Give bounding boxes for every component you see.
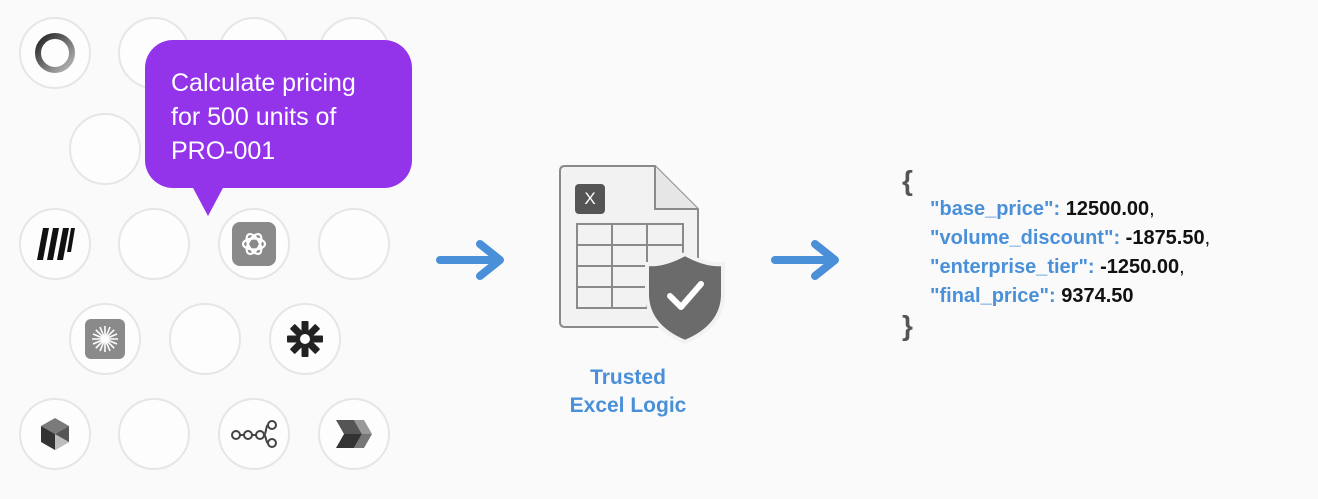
integration-circle-cube	[19, 398, 91, 470]
integration-circle-empty	[169, 303, 241, 375]
close-brace: }	[902, 310, 913, 341]
prompt-line: for 500 units of	[171, 103, 337, 131]
integration-circle-openai	[218, 208, 290, 280]
chevron-flow-logo-icon	[336, 420, 372, 448]
integration-circle-sunburst	[69, 303, 141, 375]
integration-circle-asterisk	[269, 303, 341, 375]
json-value: -1875.50	[1125, 227, 1205, 249]
json-output: { "base_price": 12500.00, "volume_discou…	[902, 166, 1210, 340]
json-field-row: "base_price": 12500.00,	[902, 195, 1210, 224]
openai-logo-icon	[232, 222, 276, 266]
excel-badge-letter: X	[584, 189, 596, 208]
integration-circle-chevron-flow	[318, 398, 390, 470]
json-key: "final_price"	[930, 285, 1050, 307]
json-key: "volume_discount"	[930, 227, 1114, 249]
prompt-bubble-tail	[192, 186, 224, 216]
json-separator: :	[1087, 256, 1101, 278]
integration-circle-empty	[118, 398, 190, 470]
integration-circle-empty	[69, 113, 141, 185]
json-value: -1250.00	[1100, 256, 1180, 278]
trusted-excel-logic-label: Trusted Excel Logic	[548, 364, 708, 420]
json-separator: :	[1053, 198, 1066, 220]
prompt-line: Calculate pricing	[171, 69, 356, 97]
json-separator: :	[1049, 285, 1062, 307]
prompt-bubble: Calculate pricing for 500 units of PRO-0…	[145, 40, 412, 188]
label-line: Excel Logic	[569, 394, 687, 417]
json-comma: ,	[1149, 198, 1155, 220]
excel-spreadsheet-icon	[559, 165, 725, 345]
asterisk-logo-icon	[287, 321, 323, 357]
json-field-row: "final_price": 9374.50	[902, 282, 1210, 311]
json-field-row: "volume_discount": -1875.50,	[902, 224, 1210, 253]
integration-circle-slanted-bars	[19, 208, 91, 280]
node-graph-logo-icon	[231, 420, 277, 448]
json-value: 9374.50	[1061, 285, 1134, 307]
json-comma: ,	[1204, 227, 1211, 249]
right-arrow-icon	[436, 240, 504, 280]
json-field-row: "enterprise_tier": -1250.00,	[902, 253, 1210, 282]
sunburst-logo-icon	[85, 319, 125, 359]
prompt-line: PRO-001	[171, 137, 276, 165]
integration-circle-ring	[19, 17, 91, 89]
cube-logo-icon	[41, 418, 69, 450]
open-brace: {	[902, 165, 913, 196]
json-key: "enterprise_tier"	[930, 256, 1088, 278]
label-line: Trusted	[590, 366, 666, 389]
integration-circle-node-graph	[218, 398, 290, 470]
json-key: "base_price"	[930, 198, 1054, 220]
right-arrow-icon	[771, 240, 839, 280]
integration-circle-empty	[118, 208, 190, 280]
json-value: 12500.00	[1065, 198, 1150, 220]
integration-circle-empty	[318, 208, 390, 280]
ring-logo-icon	[35, 33, 75, 73]
json-comma: ,	[1179, 256, 1185, 278]
json-separator: :	[1113, 227, 1126, 249]
slanted-bars-logo-icon	[37, 228, 75, 260]
